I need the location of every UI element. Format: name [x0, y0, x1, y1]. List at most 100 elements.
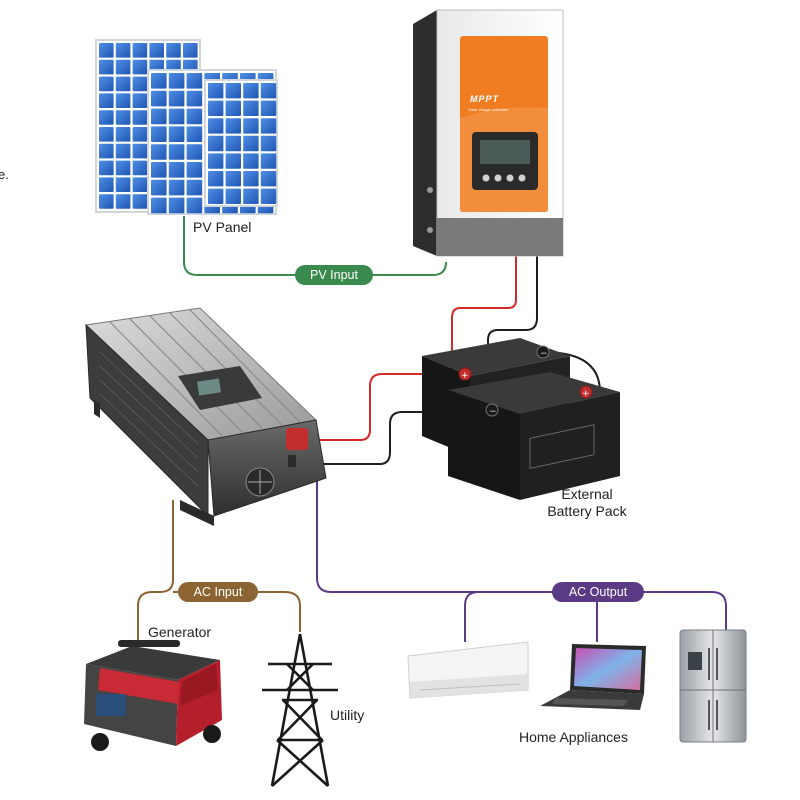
pv-cell — [225, 153, 241, 169]
pv-cell — [168, 144, 185, 160]
pv-cell — [208, 135, 224, 152]
pv-cell — [260, 100, 277, 116]
pv-cell — [168, 90, 185, 107]
pv-cell — [260, 118, 277, 134]
pv-cell — [132, 160, 148, 176]
pv-cell — [168, 73, 185, 89]
pv-cell — [208, 171, 224, 187]
pv-cell — [151, 73, 167, 89]
refrigerator — [679, 629, 747, 743]
ac-input-wire — [137, 500, 301, 640]
generator — [84, 640, 222, 751]
pv-cell — [243, 83, 259, 99]
ac-output-badge: AC Output — [552, 582, 644, 602]
pv-cell — [99, 76, 114, 92]
utility-label: Utility — [330, 707, 365, 723]
pv-cell — [115, 160, 131, 176]
svg-text:+: + — [461, 371, 469, 381]
pv-cell — [260, 83, 277, 99]
pv-cell — [115, 194, 131, 209]
controller-subtitle: Solar charge controller — [468, 107, 509, 112]
pv-cell — [208, 188, 224, 204]
generator-label: Generator — [148, 624, 212, 640]
pv-cell — [151, 90, 167, 107]
pv-cell — [115, 93, 131, 108]
battery-pack: − + + − — [422, 338, 620, 500]
pv-cell — [151, 126, 167, 142]
external-battery-label: External Battery Pack — [547, 486, 627, 519]
pv-cell — [225, 83, 241, 99]
pv-cell — [151, 162, 167, 178]
pv-cell — [168, 126, 185, 142]
svg-text:+: + — [582, 389, 590, 399]
pv-panel-group — [95, 39, 278, 215]
pv-input-wire — [183, 216, 447, 276]
pv-cell — [115, 59, 131, 75]
pv-cell — [115, 127, 131, 142]
pv-cell — [225, 135, 241, 152]
pv-cell — [168, 197, 185, 214]
pv-cell — [151, 197, 167, 214]
pv-cell — [260, 153, 277, 169]
pv-cell — [186, 179, 203, 196]
pv-cell — [99, 43, 114, 58]
pv-cell — [225, 118, 241, 134]
pv-panel-label: PV Panel — [193, 219, 252, 235]
pv-cell — [115, 143, 131, 159]
pv-cell — [115, 76, 131, 92]
pv-cell — [186, 108, 203, 125]
pv-cell — [132, 194, 148, 209]
pv-cell — [132, 127, 148, 142]
pv-cell — [183, 43, 198, 58]
pv-cell — [99, 110, 114, 125]
ac-output-wire — [316, 476, 727, 642]
svg-text:−: − — [540, 349, 548, 359]
pv-cell — [132, 177, 148, 192]
home-appliances-label: Home Appliances — [519, 729, 628, 745]
pv-cell — [132, 59, 148, 75]
utility-tower — [262, 633, 338, 787]
pv-cell — [243, 171, 259, 187]
pv-cell — [99, 143, 114, 159]
pv-cell — [225, 100, 241, 116]
pv-cell — [208, 100, 224, 116]
pv-input-badge: PV Input — [295, 265, 373, 285]
pv-cell — [208, 83, 224, 99]
controller-positive-wire — [451, 256, 517, 372]
pv-cell — [186, 144, 203, 160]
pv-cell — [260, 188, 277, 204]
laptop — [540, 644, 646, 710]
pv-cell — [115, 177, 131, 192]
pv-cell — [168, 179, 185, 196]
pv-cell — [132, 110, 148, 125]
pv-cell — [132, 143, 148, 159]
pv-cell — [243, 153, 259, 169]
pv-cell — [260, 135, 277, 152]
battery-front: + + − — [448, 367, 620, 500]
pv-cell — [149, 43, 164, 58]
ac-input-badge: AC Input — [178, 582, 258, 602]
pv-cell — [115, 43, 131, 58]
pv-cell — [132, 43, 148, 58]
pv-cell — [243, 118, 259, 134]
pv-cell — [151, 144, 167, 160]
pv-cell — [208, 118, 224, 134]
pv-cell — [186, 197, 203, 214]
pv-cell — [243, 135, 259, 152]
hybrid-inverter — [84, 307, 327, 526]
pv-cell — [132, 76, 148, 92]
controller-negative-wire — [487, 256, 538, 408]
pv-cell — [243, 100, 259, 116]
pv-cell — [132, 93, 148, 108]
pv-cell — [99, 194, 114, 209]
controller-brand: MPPT — [470, 94, 500, 104]
pv-cell — [168, 108, 185, 125]
inverter-negative-wire — [318, 411, 488, 465]
pv-cell — [225, 171, 241, 187]
inverter-positive-wire — [312, 373, 452, 441]
pv-cell — [99, 160, 114, 176]
pv-cell — [186, 90, 203, 107]
air-conditioner — [407, 641, 529, 699]
